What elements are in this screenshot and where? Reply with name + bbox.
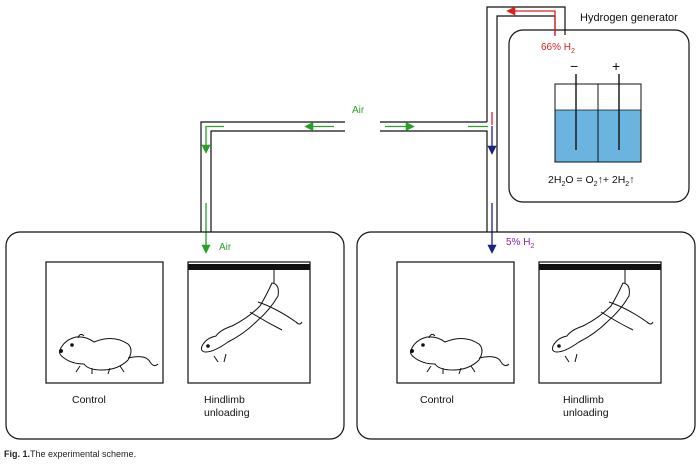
generator-title: Hydrogen generator — [580, 12, 678, 24]
right-hindlimb-label: Hindlimb — [563, 394, 604, 406]
h2-5-label: 5% H2 — [506, 237, 534, 250]
caption-label: Fig. 1. — [4, 449, 31, 459]
plus-sign: + — [612, 58, 620, 74]
right-suspension-bar — [539, 264, 661, 270]
mixed-gas-tube — [380, 121, 498, 232]
air-drop-label: Air — [219, 242, 232, 253]
left-control-label: Control — [72, 394, 106, 406]
left-hindlimb-unloading-rat — [201, 270, 303, 363]
electrolysis-equation: 2H2O = O2↑+ 2H2↑ — [548, 174, 634, 188]
air-top-label: Air — [352, 105, 365, 116]
h2-66-flow-arrow — [506, 6, 556, 36]
left-unloading-cage — [187, 261, 311, 384]
right-hindlimb-unloading-rat — [552, 270, 654, 363]
left-suspension-bar — [188, 264, 310, 270]
left-hindlimb-label: Hindlimb — [204, 394, 245, 406]
right-control-cage — [396, 261, 515, 384]
right-unloading-cage — [538, 261, 662, 384]
left-unloading-label: unloading — [204, 407, 250, 419]
right-control-label: Control — [420, 394, 454, 406]
right-control-rat — [410, 333, 510, 375]
air-tube-left — [200, 121, 345, 232]
electrolysis-beaker — [554, 83, 642, 163]
air-corner-arrow — [201, 125, 224, 154]
hydrogen-generator-box — [508, 29, 690, 203]
hydrogen-tube — [486, 6, 566, 122]
right-chamber — [356, 231, 696, 440]
left-chamber — [5, 231, 345, 440]
h2-66-label: 66% H2 — [541, 42, 575, 55]
caption-text: The experimental scheme. — [30, 449, 137, 459]
right-unloading-label: unloading — [563, 407, 609, 419]
minus-sign: − — [570, 58, 578, 74]
left-control-rat — [59, 333, 159, 375]
figure-caption: Fig. 1.The experimental scheme. — [4, 449, 136, 459]
left-control-cage — [45, 261, 164, 384]
